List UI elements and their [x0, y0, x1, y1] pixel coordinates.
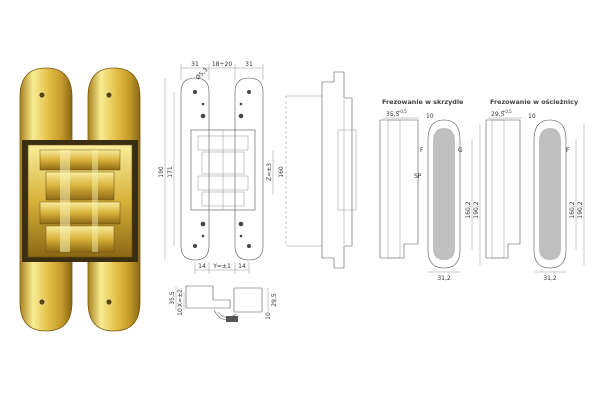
milling-leaf-top-dim: 35,5: [386, 111, 400, 118]
milling-frame-width: 31,2: [543, 275, 557, 282]
dim-z-adjust: Z=±3: [266, 163, 273, 181]
milling-frame-right-top: 10: [528, 113, 536, 120]
milling-leaf-top-tol: +0,5: [397, 109, 407, 114]
hinge-knuckle-3: [39, 201, 121, 225]
milling-frame-pocket: [533, 119, 567, 269]
milling-frame-top-tol: +0,5: [502, 109, 512, 114]
milling-frame-label-f: F: [566, 147, 570, 154]
milling-leaf-h1: 160,2: [465, 201, 472, 218]
milling-leaf-label-sp: SP: [414, 173, 422, 180]
milling-leaf-diagram: Frezowanie w skrzydle 35,5 +0,5 10 F G S…: [379, 98, 481, 282]
side-view-drawing: 160 Z=±3: [266, 71, 357, 269]
hinge-knuckle-2: [45, 171, 115, 201]
bottom-view-drawing: 35,5 X=±2 10 29,5 10: [169, 285, 278, 322]
milling-leaf-right-top: 10: [426, 113, 434, 120]
dim-bottom-right-h: 29,5: [271, 293, 278, 307]
milling-leaf-title: Frezowanie w skrzydle: [382, 98, 464, 106]
hinge-knuckle-1: [39, 149, 121, 171]
dim-bottom-left: 14: [198, 263, 206, 270]
milling-leaf-width: 31,2: [437, 275, 451, 282]
dim-bottom-mid: Y=±1: [212, 263, 231, 270]
dim-top-left: 31: [191, 61, 199, 68]
dim-bottom-h3: 10: [177, 308, 184, 316]
hinge-photo: [19, 67, 141, 332]
hinge-knuckle-4: [45, 225, 115, 253]
dim-bottom-right-small: 10: [265, 312, 272, 320]
milling-leaf-label-g: G: [458, 147, 463, 154]
dim-side-height: 160: [278, 166, 285, 178]
hinge-screw-holes: [38, 91, 113, 306]
milling-frame-h1: 160,2: [569, 201, 576, 218]
milling-leaf-label-f: F: [420, 147, 424, 154]
dim-height-outer: 190: [158, 166, 165, 178]
dim-height-inner: 171: [167, 166, 174, 178]
milling-frame-title: Frezowanie w ościeżnicy: [490, 98, 579, 106]
milling-leaf-h2: 190,2: [473, 201, 480, 218]
dim-top-mid: 18÷20: [212, 61, 232, 68]
dim-bottom-h1: 35,5: [169, 291, 176, 305]
milling-frame-top-dim: 29,5: [491, 111, 505, 118]
dim-bottom-right: 14: [238, 263, 246, 270]
dim-top-right: 31: [245, 61, 253, 68]
dim-bottom-h2: X=±2: [177, 289, 184, 307]
front-view-drawing: 31 18÷20 31 Ø5,3 190 171 14 Y=±1 14: [158, 61, 264, 274]
milling-frame-diagram: Frezowanie w ościeżnicy 29,5 +0,5 10 F 1…: [485, 98, 585, 282]
milling-frame-h2: 190,2: [577, 201, 584, 218]
